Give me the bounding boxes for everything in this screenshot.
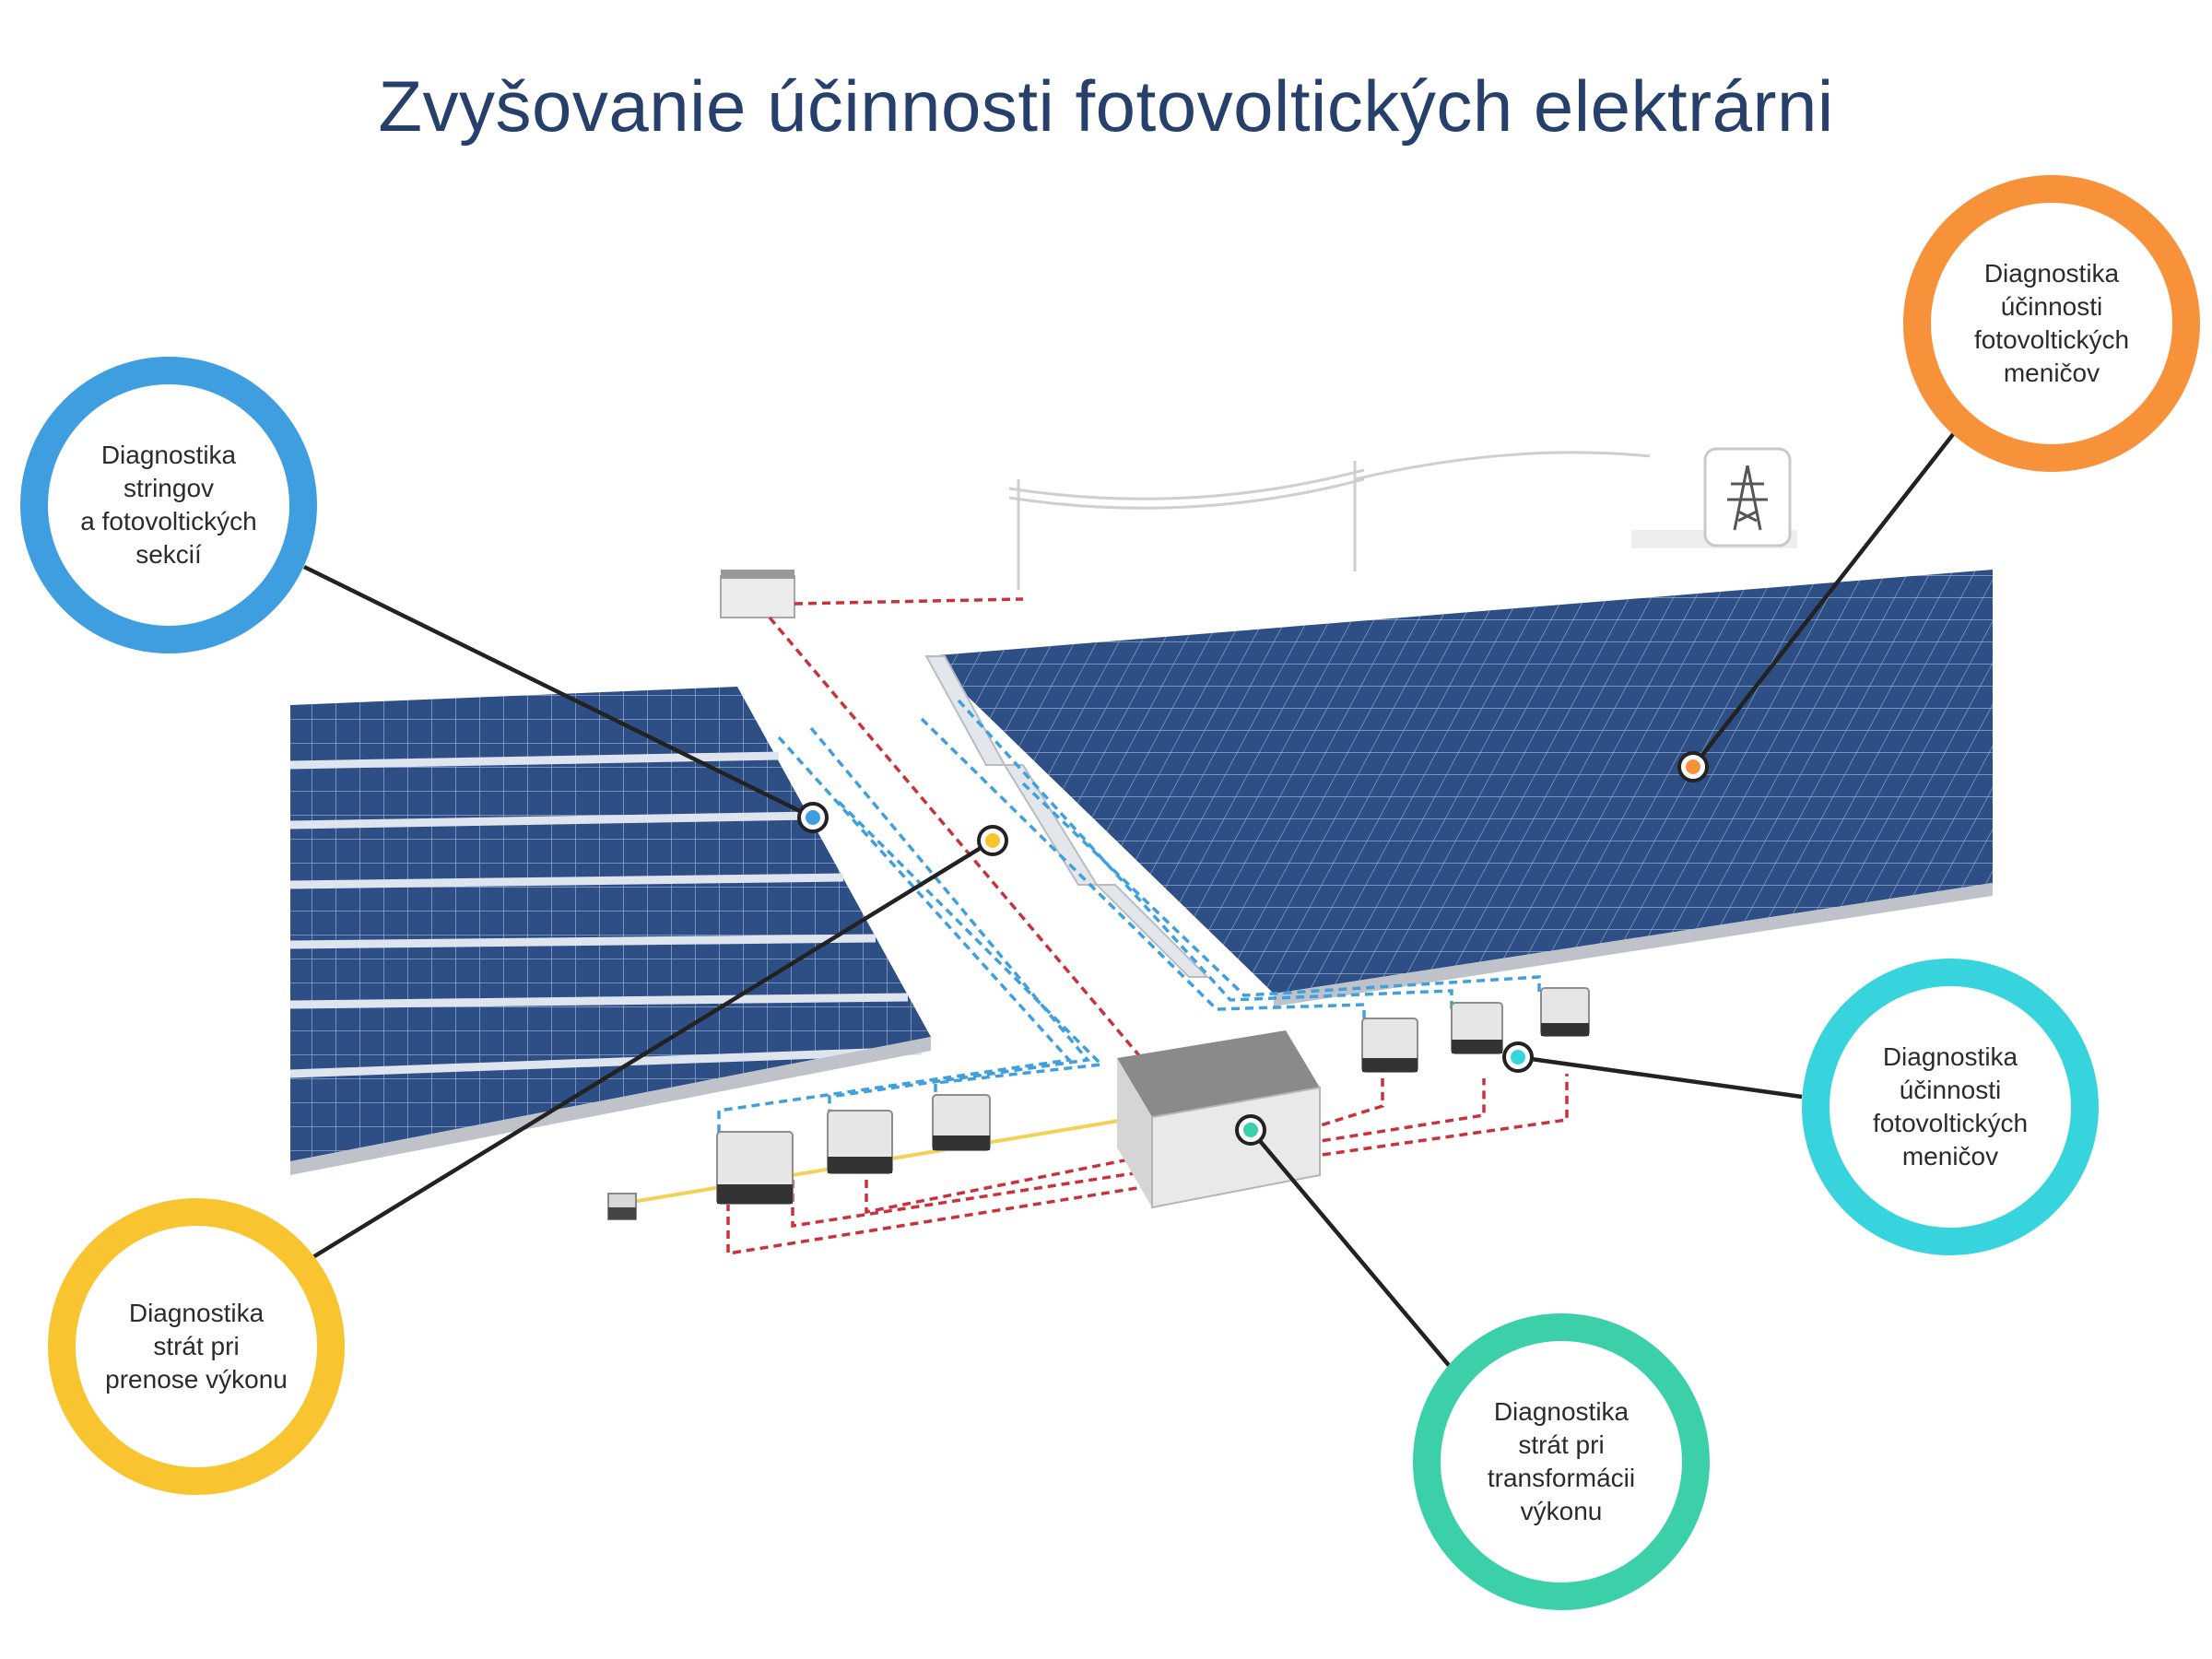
callout-transformation-losses: Diagnostika strát pri transformácii výko… bbox=[1413, 1313, 1710, 1610]
inverter bbox=[932, 1094, 991, 1151]
pv-field-right-supports bbox=[924, 655, 1210, 978]
grid-connection-box bbox=[720, 570, 795, 618]
callout-transmission-losses: Diagnostika strát pri prenose výkonu bbox=[48, 1198, 345, 1495]
transformer-station bbox=[1117, 1030, 1321, 1209]
transmission-tower-icon bbox=[1703, 447, 1792, 547]
marker-inverters-right bbox=[1502, 1041, 1534, 1073]
pv-field-left bbox=[290, 687, 931, 1161]
marker-transformation bbox=[1235, 1114, 1266, 1146]
inverter bbox=[1451, 1002, 1503, 1054]
callout-inverter-efficiency-right: Diagnostika účinnosti fotovoltických men… bbox=[1802, 959, 2099, 1255]
pv-field-left-rows bbox=[289, 751, 923, 1078]
callout-inverter-efficiency-top-label: Diagnostika účinnosti fotovoltických men… bbox=[1973, 259, 2130, 387]
page-title: Zvyšovanie účinnosti fotovoltických elek… bbox=[378, 65, 1834, 147]
callout-string-diagnostics: Diagnostika stringov a fotovoltických se… bbox=[20, 357, 317, 653]
marker-strings bbox=[797, 802, 829, 833]
callout-inverter-efficiency-top: Diagnostika účinnosti fotovoltických men… bbox=[1903, 175, 2200, 472]
pv-field-left-base bbox=[290, 1037, 931, 1175]
pv-field-right bbox=[926, 570, 1993, 994]
inverter bbox=[716, 1131, 794, 1205]
pv-field-right-base bbox=[1274, 883, 1993, 1006]
callout-inverter-efficiency-right-label: Diagnostika účinnosti fotovoltických men… bbox=[1872, 1042, 2029, 1171]
marker-transmission bbox=[977, 825, 1008, 856]
callout-string-diagnostics-label: Diagnostika stringov a fotovoltických se… bbox=[80, 441, 257, 569]
callout-transformation-losses-label: Diagnostika strát pri transformácii výko… bbox=[1487, 1397, 1636, 1525]
marker-inverters-top bbox=[1677, 751, 1709, 782]
energy-meter bbox=[607, 1193, 637, 1220]
leader-lines bbox=[303, 431, 1956, 1371]
inverter bbox=[1361, 1018, 1418, 1073]
inverter bbox=[1540, 987, 1590, 1037]
callout-transmission-losses-label: Diagnostika strát pri prenose výkonu bbox=[105, 1299, 288, 1394]
power-line bbox=[1008, 451, 1651, 590]
inverter bbox=[827, 1110, 893, 1174]
